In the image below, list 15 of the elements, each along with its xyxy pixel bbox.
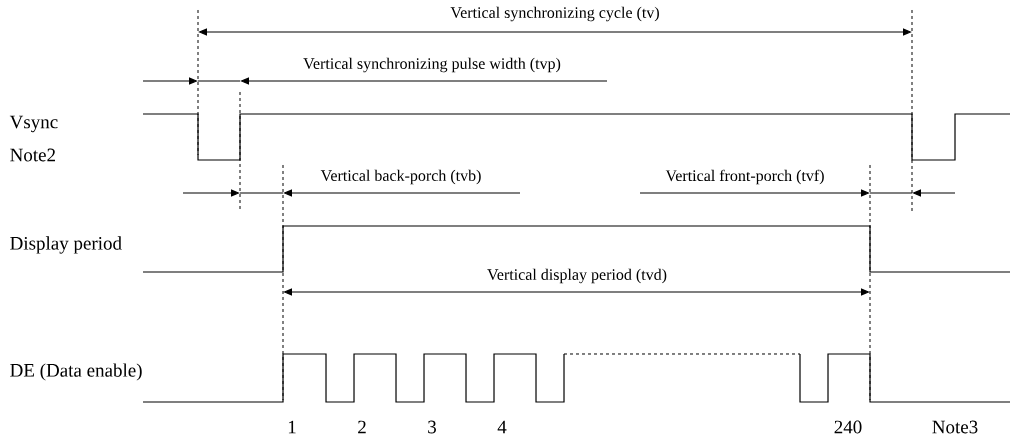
dimension-label: Vertical front-porch (tvf) [665, 169, 824, 185]
dimension-label: Vertical back-porch (tvb) [320, 169, 481, 185]
signal-name: Vsync [9, 115, 58, 133]
pulse-number: 1 [288, 420, 296, 434]
signal-name: Display period [10, 236, 122, 254]
dimension-label: Vertical display period (tvd) [487, 268, 667, 284]
pulse-number: 240 [834, 420, 862, 434]
note-label: Note3 [932, 420, 978, 434]
pulse-number: 3 [428, 420, 436, 434]
note-label: Note2 [10, 148, 55, 162]
dimension-label: Vertical synchronizing cycle (tv) [450, 6, 659, 22]
pulse-number: 2 [358, 420, 366, 434]
dimension-label: Vertical synchronizing pulse width (tvp) [303, 57, 561, 73]
signal-name: DE (Data enable) [10, 363, 142, 381]
pulse-number: 4 [497, 420, 507, 434]
